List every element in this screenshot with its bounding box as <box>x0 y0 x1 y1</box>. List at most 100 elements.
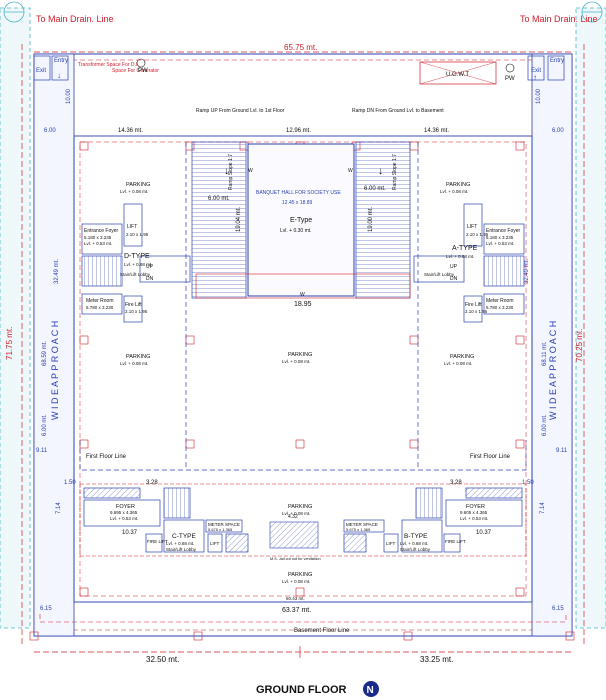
right-approach-strip <box>531 53 573 637</box>
foyer-right-size: 9.605 x 4.365 <box>460 510 488 515</box>
a-type-label: A-TYPE <box>452 245 478 252</box>
dim-right-side-stair: 7.14 <box>540 502 546 514</box>
c-type-label: C-TYPE <box>172 533 197 540</box>
meter-space-left-size: 5.675 x 1.365 <box>208 527 233 532</box>
fire-lift-left: Fire Lift <box>125 302 142 308</box>
ramp-up <box>191 141 247 299</box>
entrance-foyer-left: Entrance Foyer <box>84 228 119 234</box>
foyer-left: FOYER <box>116 504 135 510</box>
pw-left-label: PW <box>138 68 148 74</box>
window-mark-2: W <box>348 168 353 174</box>
arrow-up-right-icon: ↑ <box>533 73 537 82</box>
dim-top-left-setback: 6.00 <box>44 128 56 134</box>
parking-bottom-level: Lvl. + 0.08 mt. <box>282 579 310 584</box>
north-arrow-icon <box>363 681 379 697</box>
stair-b-label: Stair/Lift Lobby <box>400 547 431 552</box>
pw-right-label: PW <box>505 76 515 82</box>
ramp-dn-label: Ramp DN From Ground Lvl. to Basement <box>352 108 444 114</box>
lift-left-size: 2.10 x 1.95 <box>126 232 149 237</box>
meter-space-left: METER SPACE <box>208 522 240 527</box>
parking-mid-left-level: Lvl. + 0.08 mt. <box>120 361 148 366</box>
lift-c: LIFT <box>210 541 220 546</box>
parking-center-level: Lvl. + 0.08 mt. <box>282 359 310 364</box>
entry-right-label: Entry <box>550 58 564 64</box>
parking-mid-right-level: Lvl. + 0.08 mt. <box>444 361 472 366</box>
b-type-level: Lvl. + 0.68 mt. <box>400 541 428 546</box>
dim-top-overall: 65.75 mt. <box>284 43 317 52</box>
window-mark-1: W <box>248 168 253 174</box>
exit-right-label: Exit <box>531 68 541 74</box>
dim-left-inner: 68.59 mt. <box>42 341 48 366</box>
dim-inner-width: 60.43 mt. <box>286 596 305 601</box>
dim-left-side-stair: 7.14 <box>56 502 62 514</box>
dim-upper-span: 18.95 <box>294 301 312 308</box>
parking-bottom: PARKING <box>288 572 312 578</box>
banquet-hall <box>247 143 355 297</box>
dim-left-span: 32.49 mt. <box>54 259 60 284</box>
dim-left-top-small: 10.00 <box>66 88 72 104</box>
dn-mark-left: DN <box>146 276 154 282</box>
ugwt-cross-2 <box>419 61 497 85</box>
first-floor-line-left: First Floor Line <box>86 454 127 460</box>
dim-left-overall: 71.75 mt. <box>5 327 14 360</box>
dim-hall-depth-left: 19.04 mt. <box>236 207 242 232</box>
dim-left-gap: 9.11 <box>36 448 48 454</box>
window-mark-3: W <box>300 292 305 298</box>
drain-label-right: To Main Drain. Line <box>520 14 598 24</box>
drain-lines <box>0 1 606 629</box>
dim-top-right-setback: 6.00 <box>552 128 564 134</box>
generator-label: Space For Generator <box>112 68 159 74</box>
dim-inner-bottom: 63.37 mt. <box>282 607 311 614</box>
entrance-foyer-right: Entrance Foyer <box>486 228 521 234</box>
foyer-left-size: 9.695 x 4.365 <box>110 510 138 515</box>
ugwt-label: U.G.W.T <box>446 72 469 78</box>
meter-room-left-size: 5.780 x 3.230 <box>86 305 114 310</box>
lift-right-size: 2.10 x 1.95 <box>466 232 489 237</box>
exit-left-label: Exit <box>36 68 46 74</box>
dim-bottom-left: 32.50 mt. <box>146 655 179 664</box>
drain-label-left: To Main Drain. Line <box>36 14 114 24</box>
b-type-label: B-TYPE <box>404 533 428 540</box>
dim-ramp-depth-right: 6.00 mt. <box>364 186 386 192</box>
c-type-core <box>83 487 249 553</box>
lower-building-band <box>79 483 527 557</box>
pw-left-icon <box>136 58 146 68</box>
left-approach-strip <box>33 53 75 637</box>
dim-right-inner: 68.11 mt. <box>542 341 548 366</box>
dim-top-left-width: 14.36 mt. <box>118 128 143 134</box>
a-type-level: Lvl. + 0.68 mt. <box>446 254 474 259</box>
dim-left-lower: 1.50 <box>64 480 76 486</box>
dim-top-right-width: 14.36 mt. <box>424 128 449 134</box>
dim-right-lower: 1.50 <box>522 480 534 486</box>
dim-center-shaft: 4.32 <box>288 514 298 520</box>
parking-top-right-level: Lvl. + 0.08 mt. <box>440 189 468 194</box>
dim-c-block-width: 10.37 <box>122 530 138 536</box>
dim-right-setback: 6.00 mt. <box>542 414 548 436</box>
dim-right-gap: 9.11 <box>556 448 568 454</box>
fire-lift-b: FIRE LIFT <box>445 539 466 544</box>
meter-space-right: METER SPACE <box>346 522 378 527</box>
banquet-level: Lvl. + 0.30 mt. <box>280 228 312 234</box>
first-floor-line-right: First Floor Line <box>470 454 511 460</box>
pw-right-icon <box>505 63 515 73</box>
lift-left-label: LIFT <box>127 224 137 230</box>
meter-room-left: Meter Room <box>86 298 114 304</box>
parking-lower-level: Lvl. + 0.08 mt. <box>282 511 310 516</box>
d-type-core <box>81 203 191 323</box>
up-mark-left: UP <box>146 264 154 270</box>
ramp-slope-left: Ramp Slope 1:7 <box>228 154 234 190</box>
ms-cut-center: M.S. Jali cut out for ventilation <box>270 557 321 561</box>
a-type-core <box>413 203 525 323</box>
parking-mid-left: PARKING <box>126 354 150 360</box>
stair-left-label: Stair/Lift Lobby <box>120 272 151 277</box>
entrance-foyer-left-level: Lvl. + 0.53 mt. <box>84 241 112 246</box>
dim-mid-left: 3.28 <box>146 480 158 486</box>
meter-room-right-size: 5.780 x 3.230 <box>486 305 514 310</box>
overall-dimensions <box>21 44 585 658</box>
first-floor-lines <box>79 142 527 471</box>
stair-c-label: Stair/Lift Lobby <box>166 547 197 552</box>
ramp-down <box>355 141 411 299</box>
d-type-label: D-TYPE <box>124 253 150 260</box>
ramp-slope-right: Ramp Slope 1:7 <box>392 154 398 190</box>
